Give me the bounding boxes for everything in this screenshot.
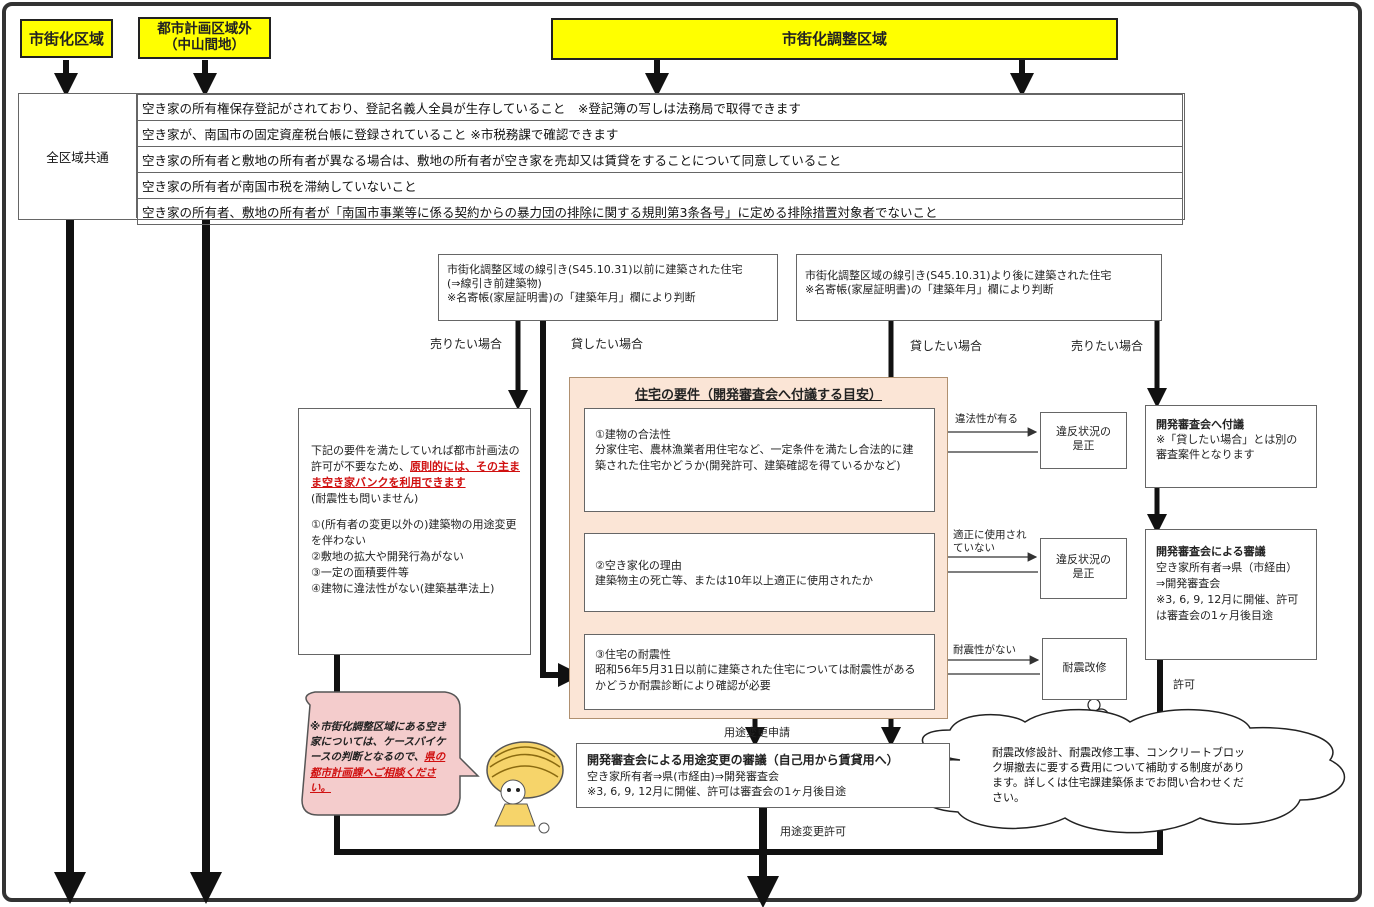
callout-text: ※市街化調整区域にある空き家については、ケースバイケースの判断となるので、県の都… [310, 720, 455, 796]
use-change-title: 開発審査会による用途変更の審議（自己用から賃貸用へ） [587, 753, 899, 767]
requirement-row: 空き家が、南国市の固定資産税台帳に登録されていること ※市税務課で確認できます [137, 120, 1183, 147]
no-permit-box: 下記の要件を満たしていれば都市計画法の許可が不要なため、原則的には、その主まま空… [298, 408, 531, 655]
region-outside-planning: 都市計画区域外 （中山間地） [138, 17, 271, 59]
mascot-figure [486, 741, 564, 834]
no-permit-text: 下記の要件を満たしていれば都市計画法の許可が不要なため、 [311, 444, 520, 473]
region-urbanization: 市街化区域 [20, 19, 113, 58]
requirements-table: 空き家の所有権保存登記がされており、登記名義人全員が生存していること ※登記簿の… [137, 94, 1183, 225]
use-change-review-box: 開発審査会による用途変更の審議（自己用から賃貸用へ） 空き家所有者⇒県(市経由)… [576, 743, 950, 808]
seismic-fix-box: 耐震改修 [1042, 638, 1127, 700]
dev-attach-title: 開発審査会へ付議 [1156, 418, 1244, 431]
dev-review-body: 空き家所有者⇒県（市経由） ⇒開発審査会 ※3, 6, 9, 12月に開催、許可… [1156, 560, 1299, 622]
requirement-row: 空き家の所有者、敷地の所有者が「南国市事業等に係る契約からの暴力団の排除に関する… [137, 198, 1183, 225]
cloud-shape [917, 708, 1346, 834]
common-requirements: 全区域共通 空き家の所有権保存登記がされており、登記名義人全員が生存していること… [18, 93, 1185, 225]
dev-attach-note: ※「貸したい場合」とは別の審査案件となります [1156, 432, 1298, 461]
requirement-row: 空き家の所有権保存登記がされており、登記名義人全員が生存していること ※登記簿の… [137, 94, 1183, 121]
before-box: 市街化調整区域の線引き(S45.10.31)以前に建築された住宅 (⇒線引き前建… [438, 254, 778, 321]
dev-review-title: 開発審査会による審議 [1156, 545, 1266, 558]
requirement-row: 空き家の所有者と敷地の所有者が異なる場合は、敷地の所有者が空き家を売却又は賃貸を… [137, 146, 1183, 173]
requirement-legality: ①建物の合法性 分家住宅、農林漁業者用住宅など、一定条件を満たし合法的に建築され… [584, 408, 935, 512]
region-control: 市街化調整区域 [551, 18, 1118, 60]
dev-attach-box: 開発審査会へ付議 ※「貸したい場合」とは別の審査案件となります [1145, 405, 1317, 488]
label-sell-right: 売りたい場合 [1071, 339, 1144, 353]
callout-shape [301, 691, 480, 816]
label-rent-left: 貸したい場合 [571, 337, 644, 351]
callout-red: 県の都市計画課へご相談ください。 [310, 751, 446, 794]
label-rent-right: 貸したい場合 [910, 339, 983, 353]
label-not-used: 適正に使用され ていない [953, 529, 1027, 555]
after-box: 市街化調整区域の線引き(S45.10.31)より後に建築された住宅 ※名寄帳(家… [796, 254, 1162, 321]
requirement-seismic: ③住宅の耐震性 昭和56年5月31日以前に建築された住宅については耐震性があるか… [584, 634, 935, 710]
no-permit-note: (耐震性も問いません) [311, 491, 419, 505]
dev-review-box: 開発審査会による審議 空き家所有者⇒県（市経由） ⇒開発審査会 ※3, 6, 9… [1145, 529, 1317, 660]
label-use-change-apply: 用途変更申請 [724, 726, 790, 739]
use-change-body: 空き家所有者⇒県(市経由)⇒開発審査会 ※3, 6, 9, 12月に開催、許可は… [587, 769, 847, 799]
panel-title: 住宅の要件（開発審査会へ付議する目安） [634, 388, 882, 403]
no-permit-conditions: ①(所有者の変更以外の)建築物の用途変更を伴わない ②敷地の拡大や開発行為がない… [311, 517, 517, 595]
violation-fix-box-2: 違反状況の 是正 [1040, 538, 1127, 599]
violation-fix-box-1: 違反状況の 是正 [1040, 412, 1127, 469]
common-label: 全区域共通 [19, 94, 137, 218]
label-sell-left: 売りたい場合 [430, 337, 503, 351]
requirement-row: 空き家の所有者が南国市税を滞納していないこと [137, 172, 1183, 199]
subsidy-cloud-text: 耐震改修設計、耐震改修工事、コンクリートブロック塀撤去に要する費用について補助す… [992, 746, 1245, 804]
label-no-seismic: 耐震性がない [953, 644, 1016, 656]
requirement-vacancy-reason: ②空き家化の理由 建築物主の死亡等、または10年以上適正に使用されたか [584, 533, 935, 612]
callout-main: ※市街化調整区域にある空き家については、ケースバイケースの判断となるので、 [310, 721, 447, 764]
label-illegal: 違法性が有る [955, 413, 1018, 425]
label-use-change-permit: 用途変更許可 [780, 825, 846, 838]
no-permit-red-text: 原則的には、その主まま空き家バンクを利用できます [311, 459, 520, 489]
label-permit: 許可 [1173, 678, 1195, 691]
